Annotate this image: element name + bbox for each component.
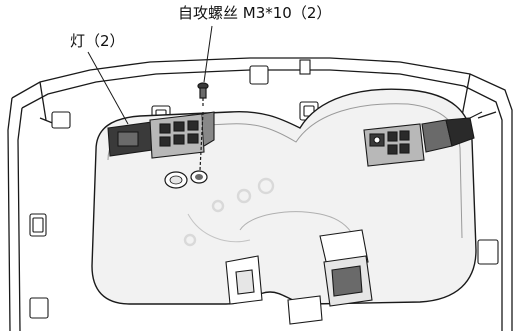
leader-lines	[87, 25, 213, 125]
right-lamp-connector	[363, 111, 483, 167]
screw-callout-label: 自攻螺丝 M3*10（2）	[178, 4, 332, 22]
lamp-callout-label: 灯（2）	[70, 32, 125, 50]
screw-holes	[164, 170, 208, 189]
screw-icon	[197, 82, 209, 171]
lower-sockets	[225, 229, 373, 325]
housing-frame	[7, 57, 513, 331]
lamp-connector-icon	[107, 111, 215, 159]
watermark-marks	[183, 177, 275, 247]
